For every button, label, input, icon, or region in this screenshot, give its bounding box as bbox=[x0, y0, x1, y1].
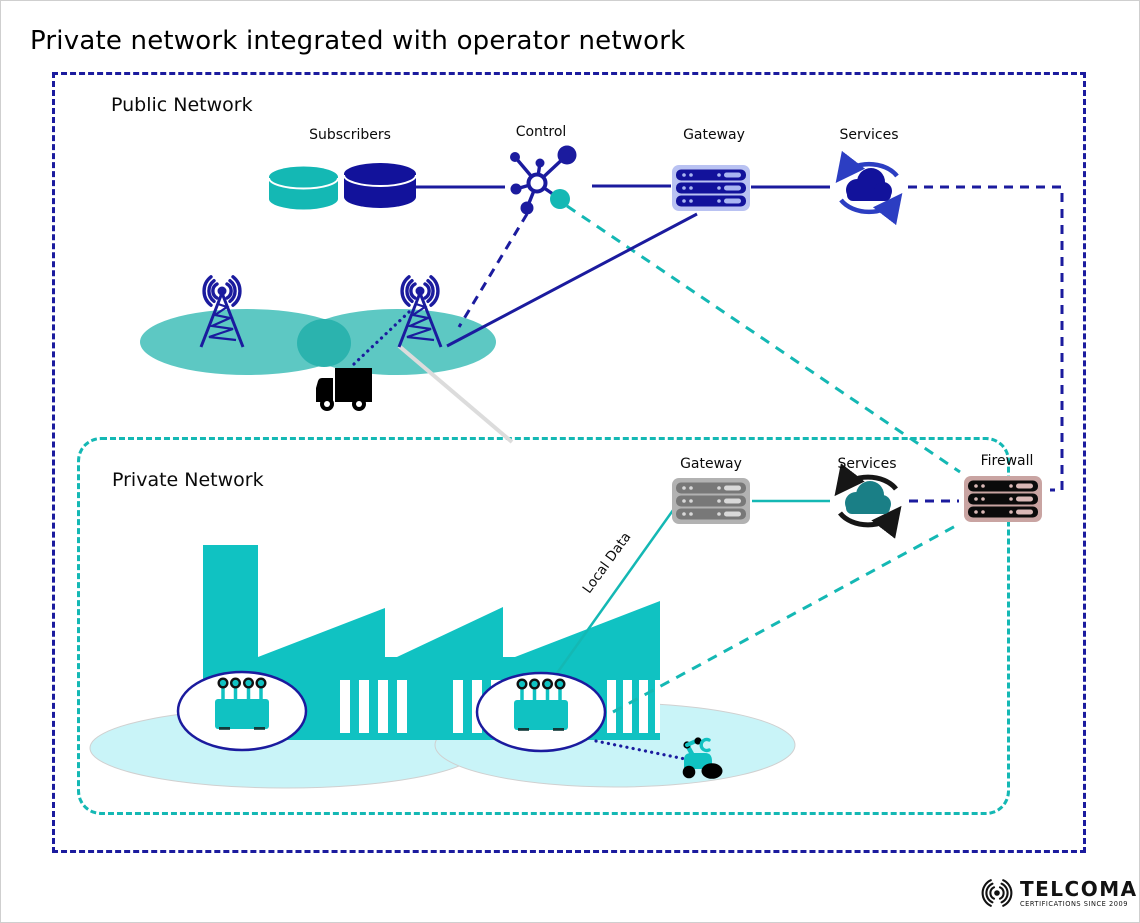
link-tower-gateway bbox=[446, 212, 698, 348]
control-hub-icon bbox=[510, 145, 577, 215]
firewall-icon bbox=[964, 476, 1042, 522]
database-blue-icon bbox=[343, 163, 417, 208]
logo-tagline: CERTIFICATIONS SINCE 2009 bbox=[1020, 899, 1129, 908]
truck-icon bbox=[316, 368, 372, 411]
private-network-label: Private Network bbox=[112, 469, 264, 491]
public-services-label: Services bbox=[839, 127, 899, 143]
diagram-title: Private network integrated with operator… bbox=[30, 26, 686, 56]
link-tower-private-gray bbox=[397, 344, 514, 444]
private-gateway-icon bbox=[672, 478, 750, 524]
link-control-tower-dashed bbox=[457, 213, 529, 328]
private-gateway-label: Gateway bbox=[680, 456, 742, 472]
radio-coverage-areas bbox=[140, 309, 496, 375]
link-tower-truck-dotted bbox=[352, 310, 411, 366]
subscribers-label: Subscribers bbox=[309, 127, 391, 143]
control-label: Control bbox=[515, 124, 567, 140]
link-control-firewall-dashed bbox=[566, 204, 961, 474]
factory-machine-left-icon bbox=[176, 670, 308, 752]
private-services-icon bbox=[834, 463, 902, 539]
telcoma-logo: TELCOMA CERTIFICATIONS SINCE 2009 bbox=[978, 874, 1138, 912]
robot-icon bbox=[682, 737, 723, 779]
firewall-label: Firewall bbox=[980, 453, 1034, 469]
public-gateway-label: Gateway bbox=[683, 127, 745, 143]
private-services-label: Services bbox=[837, 456, 897, 472]
public-network-boundary: Public Network bbox=[52, 72, 1086, 853]
factory-machine-right-icon bbox=[475, 671, 607, 753]
private-network-boundary: Private Network bbox=[77, 437, 1010, 815]
link-machine-firewall-dashed bbox=[612, 521, 962, 714]
signal-waves-icon bbox=[981, 879, 1013, 907]
public-network-label: Public Network bbox=[111, 94, 253, 116]
logo-name: TELCOMA bbox=[1020, 876, 1138, 901]
public-gateway-icon bbox=[672, 165, 750, 211]
link-gateway-machine-local-data bbox=[543, 505, 678, 691]
database-teal-icon bbox=[268, 166, 339, 210]
public-services-icon bbox=[835, 150, 903, 226]
connections bbox=[352, 184, 1064, 762]
link-services-firewall-dashed bbox=[908, 185, 1064, 492]
